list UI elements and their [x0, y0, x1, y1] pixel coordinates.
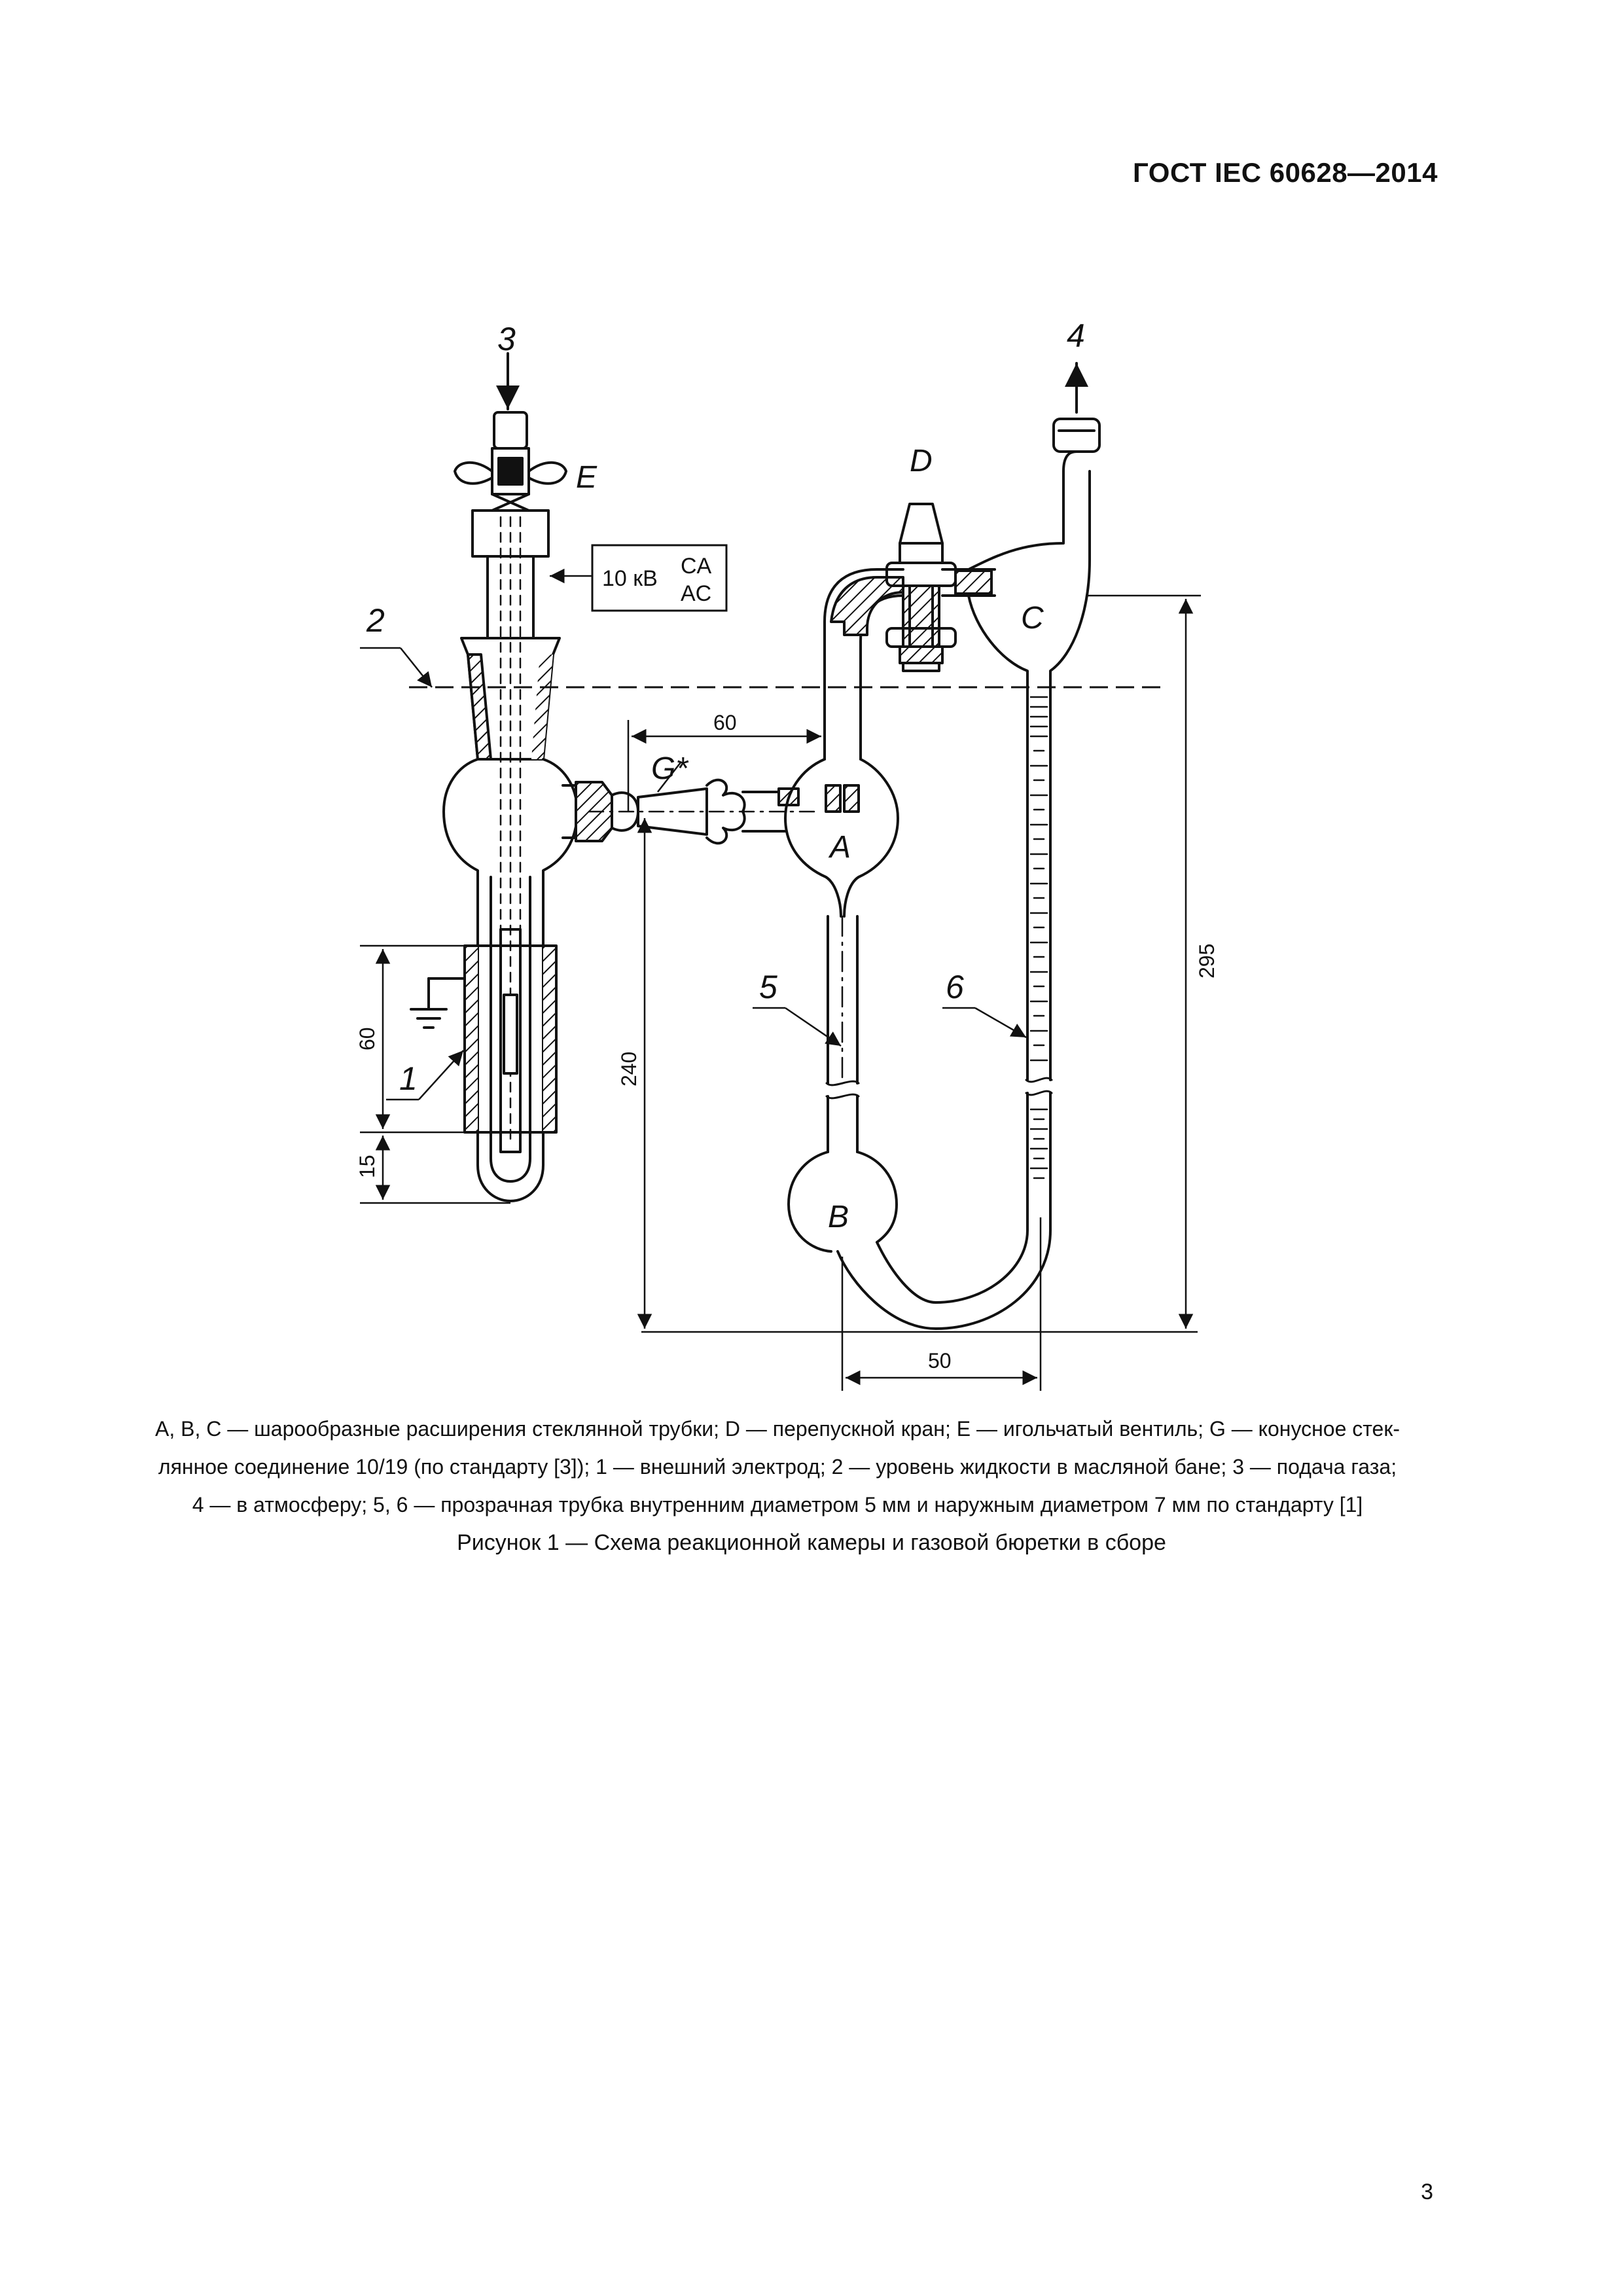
label-1: 1: [399, 1060, 418, 1097]
dim-240: 240: [617, 1052, 641, 1086]
label-g: G*: [651, 751, 688, 786]
ground-icon: [410, 977, 466, 1029]
figure-labels: 3 4 2 1 5 6 E D C A B G*: [366, 317, 1085, 1234]
outer-electrode: [463, 944, 558, 1134]
needle-valve-e: [454, 447, 567, 512]
tube-5: [825, 915, 860, 1153]
dim-60-left: 60: [355, 1027, 379, 1050]
page-number: 3: [1421, 2179, 1433, 2204]
svg-text:CA: CA: [681, 554, 712, 579]
bulb-c: [967, 362, 1101, 682]
svg-text:10 кВ: 10 кВ: [602, 566, 658, 591]
label-3: 3: [497, 321, 516, 357]
label-b: B: [828, 1200, 849, 1234]
apparatus-diagram: 10 кВ CA AC 3 4 2 1 5 6 E D C A B G* 60 …: [355, 317, 1219, 1391]
reaction-chamber: [410, 352, 579, 1202]
dim-60-top: 60: [713, 711, 737, 734]
label-4: 4: [1067, 317, 1085, 354]
figure-caption: Рисунок 1 — Схема реакционной камеры и г…: [457, 1530, 1166, 1555]
legend-line-2: лянное соединение 10/19 (по стандарту [3…: [158, 1455, 1397, 1479]
bulb-a: [784, 758, 899, 918]
label-c: C: [1021, 601, 1044, 636]
figure-legend: A, B, C — шарообразные расширения стекля…: [123, 1410, 1432, 1524]
voltage-box: 10 кВ CA AC: [591, 544, 728, 612]
bulb-b: [787, 1151, 1052, 1330]
dimension-values: 60 50 240 295 60 15: [355, 711, 1219, 1372]
conical-joint-g: [575, 778, 819, 845]
label-6: 6: [946, 969, 964, 1005]
label-2: 2: [366, 602, 385, 639]
label-5: 5: [759, 969, 777, 1005]
legend-line-3: 4 — в атмосферу; 5, 6 — прозрачная трубк…: [192, 1493, 1363, 1516]
dim-50: 50: [928, 1349, 952, 1372]
dim-295: 295: [1195, 944, 1219, 978]
standard-code: ГОСТ IEC 60628—2014: [1133, 157, 1438, 188]
dim-15: 15: [355, 1155, 379, 1178]
legend-line-1: A, B, C — шарообразные расширения стекля…: [154, 1417, 1400, 1441]
label-a: A: [828, 830, 851, 865]
dimension-lines: [360, 594, 1201, 1391]
label-d: D: [910, 444, 933, 478]
leader-lines: [360, 568, 1027, 1101]
burette-6: [1025, 679, 1053, 1193]
svg-text:AC: AC: [681, 581, 711, 606]
label-e: E: [576, 460, 597, 495]
bypass-valve-d: [885, 503, 957, 672]
